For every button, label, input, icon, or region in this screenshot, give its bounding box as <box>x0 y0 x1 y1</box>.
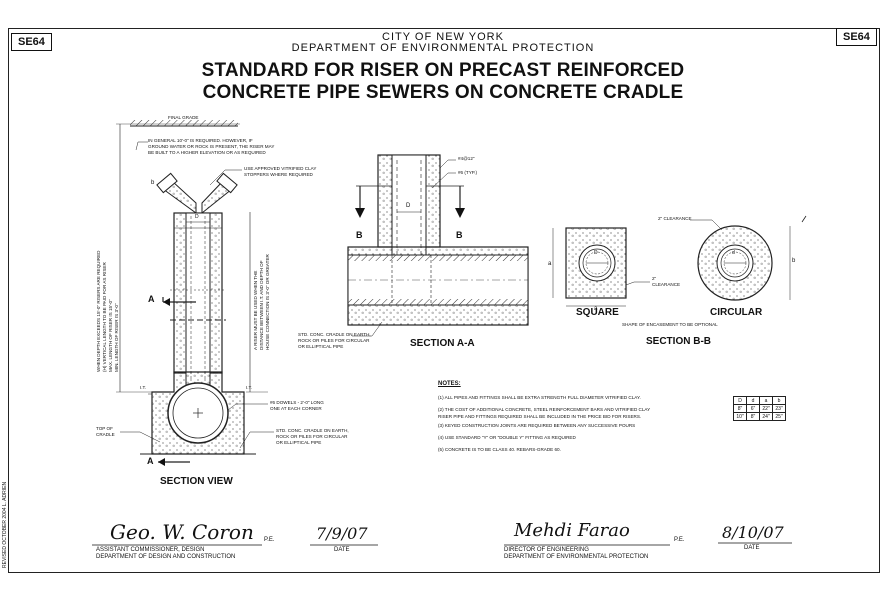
revision-stamp: REVISED OCTOBER 2004 L. ADRIEN <box>2 481 8 568</box>
right-pe-label: P.E. <box>674 537 685 543</box>
vertical-note-line: MIN. LENGTH OF RISER IS 3'-0" <box>114 303 119 372</box>
right-signature: Mehdi Farao <box>514 520 630 541</box>
note-item: (2) THE COST OF ADDITIONAL CONCRETE, STE… <box>438 407 651 412</box>
rebar-top-label: #4@12" <box>458 156 475 161</box>
note-item: (5) CONCRETE IS TO BE CLASS 40. REBARS-G… <box>438 447 561 452</box>
right-signer-title: DIRECTOR OF ENGINEERING <box>504 547 589 553</box>
general-note-line: GROUND WATER OR ROCK IS PRESENT, THE RIS… <box>148 144 275 149</box>
cut-b-left: B <box>356 230 363 240</box>
clearance-side-line: CLEARANCE <box>652 282 681 287</box>
left-signer-department: DEPARTMENT OF DESIGN AND CONSTRUCTION <box>96 554 236 560</box>
table-cell: 8" <box>746 412 760 421</box>
section-aa-label: SECTION A-A <box>410 338 475 349</box>
dim-d-label: D <box>594 250 598 256</box>
cradle-note-line: ROCK OR PILES FOR CIRCULAR <box>276 434 348 439</box>
final-grade-hatch <box>130 120 238 127</box>
clearance-side-line: 2" <box>652 276 657 281</box>
section-bb-label: SECTION B-B <box>646 336 711 347</box>
top-of-cradle-line: CRADLE <box>96 432 115 437</box>
dowels-note: #6 DOWELS - 2'-0" LONG ONE AT EACH CORNE… <box>270 400 324 412</box>
cradle-note-line: OR ELLIPTICAL PIPE <box>276 440 322 445</box>
section-aa-d-dim: D <box>406 203 411 209</box>
section-view-b-dim: b <box>151 180 155 186</box>
final-grade-label: FINAL GRADE <box>168 115 199 120</box>
dim-b-label: b <box>792 258 796 264</box>
cradle-note-section-aa: STD. CONC. CRADLE ON EARTH, ROCK OR PILE… <box>298 332 371 350</box>
general-note: IN GENERAL 10'-0" IS REQUIRED. HOWEVER, … <box>148 138 274 156</box>
table-header: d <box>746 396 760 405</box>
notes-heading: NOTES: <box>438 381 461 387</box>
stoppers-note: USE APPROVED VITRIFIED CLAY STOPPERS WHE… <box>244 166 316 178</box>
it-right-label: I.T. <box>246 385 253 390</box>
vertical-note-right: A RISER MUST BE USED WHEN THE DISTANCE B… <box>253 254 271 350</box>
top-of-cradle-label: TOP OF CRADLE <box>96 426 115 438</box>
table-header: D <box>733 396 747 405</box>
note-item: (4) USE STANDARD "Y" OR "DOUBLE Y" FITTI… <box>438 435 576 440</box>
left-date-label: DATE <box>334 547 350 553</box>
circular-label: CIRCULAR <box>710 307 763 318</box>
cut-b-right: B <box>456 230 463 240</box>
right-date-value: 8/10/07 <box>722 523 784 542</box>
note-item: (3) KEYED CONSTRUCTION JOINTS ARE REQUIR… <box>438 423 636 428</box>
agency-name: CITY OF NEW YORK <box>382 31 504 43</box>
cradle-note-line: ROCK OR PILES FOR CIRCULAR <box>298 338 370 343</box>
left-signer-title: ASSISTANT COMMISSIONER, DESIGN <box>96 547 205 553</box>
y-fitting <box>156 172 238 215</box>
section-view-d-dim: D <box>195 214 199 220</box>
table-row: 10" 8" 24" 25" <box>733 412 786 421</box>
vertical-note-left: WHEN DEPTH EXCEEDS 15'-0" RISERS ARE REQ… <box>96 251 120 372</box>
table-header: a <box>759 396 773 405</box>
cradle-note-line: STD. CONC. CRADLE ON EARTH, <box>276 428 349 433</box>
vertical-note-line: HOUSE CONNECTION IS 3'-0" OR GREATER <box>265 254 270 350</box>
general-note-line: IN GENERAL 10'-0" IS REQUIRED. HOWEVER, … <box>148 138 253 143</box>
cradle-note-section-view: STD. CONC. CRADLE ON EARTH, ROCK OR PILE… <box>276 428 349 446</box>
drawing-sheet-border <box>8 28 880 573</box>
dim-a-bottom-label: a <box>594 306 598 312</box>
clearance-side-label: 2" CLEARANCE <box>652 276 680 288</box>
sheet-id-left: SE64 <box>11 33 52 51</box>
cut-a-bottom: A <box>147 456 154 466</box>
sheet-id-right: SE64 <box>836 28 877 46</box>
clearance-top-label: 2" CLEARANCE <box>658 216 692 221</box>
stoppers-note-line: STOPPERS WHERE REQUIRED <box>244 172 313 177</box>
table-cell: 6" <box>746 404 760 413</box>
note-item: RISER PIPE AND FITTINGS REQUIRED SHALL B… <box>438 414 642 419</box>
notes-list: (1) ALL PIPES AND FITTINGS SHALL BE EXTR… <box>438 392 650 456</box>
dimension-table: D d a b 8" 6" 22" 23" 10" 8" 24" 25" <box>733 396 786 421</box>
dowels-note-line: #6 DOWELS - 2'-0" LONG <box>270 400 324 405</box>
left-pe-label: P.E. <box>264 537 275 543</box>
stoppers-note-line: USE APPROVED VITRIFIED CLAY <box>244 166 317 171</box>
left-signature: Geo. W. Coron <box>110 520 254 544</box>
table-cell: 23" <box>772 404 786 413</box>
table-cell: 24" <box>759 412 773 421</box>
table-cell: 8" <box>733 404 747 413</box>
it-left-label: I.T. <box>140 385 147 390</box>
general-note-line: BE BUILT TO A HIGHER ELEVATION OR AS REQ… <box>148 150 266 155</box>
riser-pipe <box>185 212 211 389</box>
note-item: (1) ALL PIPES AND FITTINGS SHALL BE EXTR… <box>438 395 641 400</box>
encasement-note: SHAPE OF ENCASEMENT TO BE OPTIONAL <box>622 322 718 327</box>
dowels-note-line: ONE AT EACH CORNER <box>270 406 322 411</box>
table-header: b <box>772 396 786 405</box>
section-view-label: SECTION VIEW <box>160 476 233 487</box>
drawing-title-line1: STANDARD FOR RISER ON PRECAST REINFORCED <box>201 60 685 81</box>
square-label: SQUARE <box>576 307 619 318</box>
table-cell: 10" <box>733 412 747 421</box>
left-date-value: 7/9/07 <box>316 524 368 543</box>
dim-d-small-label: d <box>732 250 735 256</box>
drawing-title-line2: CONCRETE PIPE SEWERS ON CONCRETE CRADLE <box>202 82 684 103</box>
right-signer-department: DEPARTMENT OF ENVIRONMENTAL PROTECTION <box>504 554 649 560</box>
cradle-note-line: STD. CONC. CRADLE ON EARTH, <box>298 332 371 337</box>
top-of-cradle-line: TOP OF <box>96 426 113 431</box>
table-row: 8" 6" 22" 23" <box>733 404 786 413</box>
table-cell: 25" <box>772 412 786 421</box>
right-date-label: DATE <box>744 545 760 551</box>
rebar-typ-label: #6 (TYP.) <box>458 170 478 175</box>
dim-a-label: a <box>548 261 552 267</box>
cradle-note-line: OR ELLIPTICAL PIPE <box>298 344 344 349</box>
cut-a-top: A <box>148 294 155 304</box>
agency-department: DEPARTMENT OF ENVIRONMENTAL PROTECTION <box>291 42 595 54</box>
table-cell: 22" <box>759 404 773 413</box>
